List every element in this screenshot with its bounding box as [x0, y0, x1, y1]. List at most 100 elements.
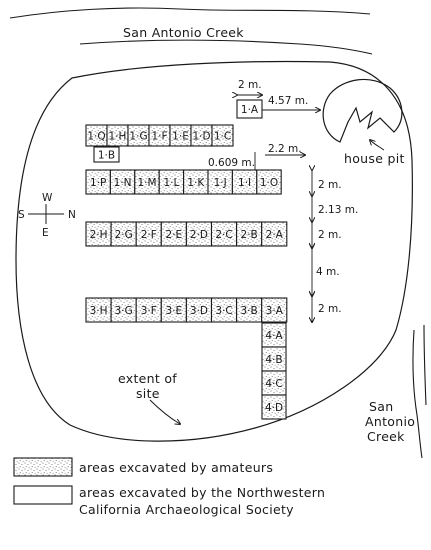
- unit-row2-7-box: [261, 221, 288, 247]
- house-pit-outline: [322, 78, 403, 143]
- unit-row4-3-label: 4·D: [265, 402, 283, 414]
- creek-bank-right-1: [412, 329, 423, 459]
- extent-arrow: [149, 399, 180, 424]
- unit-row1q-6-box: [211, 124, 234, 147]
- unit-row3-2-label: 3·F: [141, 305, 157, 317]
- unit-row1q-0-label: 1·Q: [87, 130, 105, 142]
- unit-row3-7-label: 3·A: [266, 305, 284, 317]
- unit-row3-5-box: [210, 297, 238, 323]
- dim-label-22: 2.2 m.: [268, 143, 302, 155]
- unit-row3-3-box: [160, 297, 187, 323]
- creek-bank-top-2: [79, 39, 373, 55]
- legend-label-society-1: areas excavated by the Northwestern: [79, 485, 325, 500]
- dim-label-2m-c: 2 m.: [318, 303, 342, 315]
- extent-label-line1: extent of: [118, 371, 177, 386]
- unit-1b-box: [93, 146, 120, 163]
- dim-label-2m-b: 2 m.: [318, 229, 342, 241]
- site-boundary: [15, 60, 413, 442]
- unit-row2-1-label: 2·G: [115, 229, 133, 241]
- unit-row3-0-label: 3·H: [90, 305, 108, 317]
- compass-w: W: [42, 192, 53, 204]
- dim-label-2m-a: 2 m.: [318, 179, 342, 191]
- house-pit-arrow: [370, 140, 385, 151]
- extent-label-line2: site: [136, 386, 160, 401]
- unit-row3-7-box: [261, 297, 288, 323]
- unit-row3-6-label: 3·B: [241, 305, 258, 317]
- legend-label-society-2: California Archaeological Society: [79, 502, 294, 517]
- dim-label-457: 4.57 m.: [268, 95, 308, 107]
- unit-1b-label: 1·B: [98, 149, 115, 161]
- unit-row1p-4-label: 1·K: [187, 177, 205, 189]
- unit-row2-5-box: [210, 221, 238, 247]
- unit-row2-6-box: [236, 221, 263, 247]
- compass-e: E: [42, 227, 49, 239]
- creek-bank-right-2: [423, 324, 427, 406]
- house-pit-label: house pit: [344, 151, 405, 166]
- unit-row4-0-label: 4·A: [265, 330, 283, 342]
- unit-row3-0-box: [85, 297, 112, 323]
- unit-row1p-2-box: [134, 169, 160, 195]
- unit-row2-5-label: 2·C: [215, 229, 232, 241]
- unit-row4-2-box: [261, 370, 287, 396]
- unit-row4-2-label: 4·C: [265, 378, 282, 390]
- creek-label-top: San Antonio Creek: [123, 25, 244, 40]
- creek-banks: [9, 7, 427, 459]
- unit-row4-1-box: [261, 346, 287, 372]
- compass-n: N: [68, 209, 76, 221]
- unit-row2-3-label: 2·E: [166, 229, 183, 241]
- unit-row1p-2-label: 1·M: [137, 177, 156, 189]
- unit-row1p-7-label: 1·O: [260, 177, 278, 189]
- unit-row3-4-label: 3·D: [190, 305, 208, 317]
- unit-row1q-4-label: 1·E: [172, 130, 189, 142]
- unit-row2-0-label: 2·H: [90, 229, 108, 241]
- dim-label-213: 2.13 m.: [318, 204, 358, 216]
- unit-row2-3-box: [160, 221, 187, 247]
- unit-row2-4-box: [185, 221, 213, 247]
- compass: [28, 204, 64, 224]
- unit-row2-2-label: 2·F: [141, 229, 157, 241]
- dimension-lines: [237, 95, 320, 322]
- legend-swatch-society: [13, 485, 73, 505]
- unit-row1p-1-label: 1·N: [114, 177, 132, 189]
- unit-row3-1-label: 3·G: [115, 305, 133, 317]
- dim-label-2m-top: 2 m.: [238, 79, 262, 91]
- dim-label-4m: 4 m.: [316, 266, 340, 278]
- creek-bank-top-1: [9, 7, 371, 19]
- unit-row3-3-label: 3·E: [166, 305, 183, 317]
- unit-row1p-3-label: 1·L: [163, 177, 179, 189]
- legend: areas excavated by amateurs areas excava…: [13, 457, 325, 517]
- unit-row3-6-box: [236, 297, 263, 323]
- creek-label-right-1: San: [369, 399, 393, 414]
- unit-row1p-5-label: 1·J: [214, 177, 227, 189]
- unit-row1p-7-box: [256, 169, 282, 195]
- legend-swatch-amateurs: [13, 457, 73, 477]
- creek-label-right-3: Creek: [367, 429, 405, 444]
- compass-s: S: [18, 209, 25, 221]
- unit-row2-0-box: [85, 221, 112, 247]
- unit-row2-2-box: [135, 221, 162, 247]
- unit-row2-7-label: 2·A: [266, 229, 284, 241]
- creek-label-right-2: Antonio: [365, 414, 415, 429]
- unit-row4-0-box: [261, 322, 287, 348]
- unit-row1p-0-label: 1·P: [90, 177, 106, 189]
- unit-1a-box: [236, 99, 263, 119]
- legend-label-amateurs: areas excavated by amateurs: [79, 460, 273, 475]
- unit-row4-3-box: [261, 394, 287, 420]
- unit-row1q-5-label: 1·D: [192, 130, 210, 142]
- house-pit: [322, 78, 403, 143]
- unit-row2-4-label: 2·D: [190, 229, 208, 241]
- dim-label-0609: 0.609 m.: [208, 157, 255, 169]
- unit-row1q-3-label: 1·F: [151, 130, 167, 142]
- unit-row1p-4-box: [183, 169, 209, 195]
- unit-row3-5-label: 3·C: [215, 305, 232, 317]
- unit-row1p-6-label: 1·I: [238, 177, 251, 189]
- unit-1a-label: 1·A: [241, 104, 259, 116]
- unit-row2-1-box: [110, 221, 137, 247]
- unit-row1q-2-label: 1·G: [129, 130, 147, 142]
- unit-row1q-1-label: 1·H: [109, 130, 127, 142]
- unit-row1q-6-label: 1·C: [214, 130, 231, 142]
- unit-row4-1-label: 4·B: [265, 354, 282, 366]
